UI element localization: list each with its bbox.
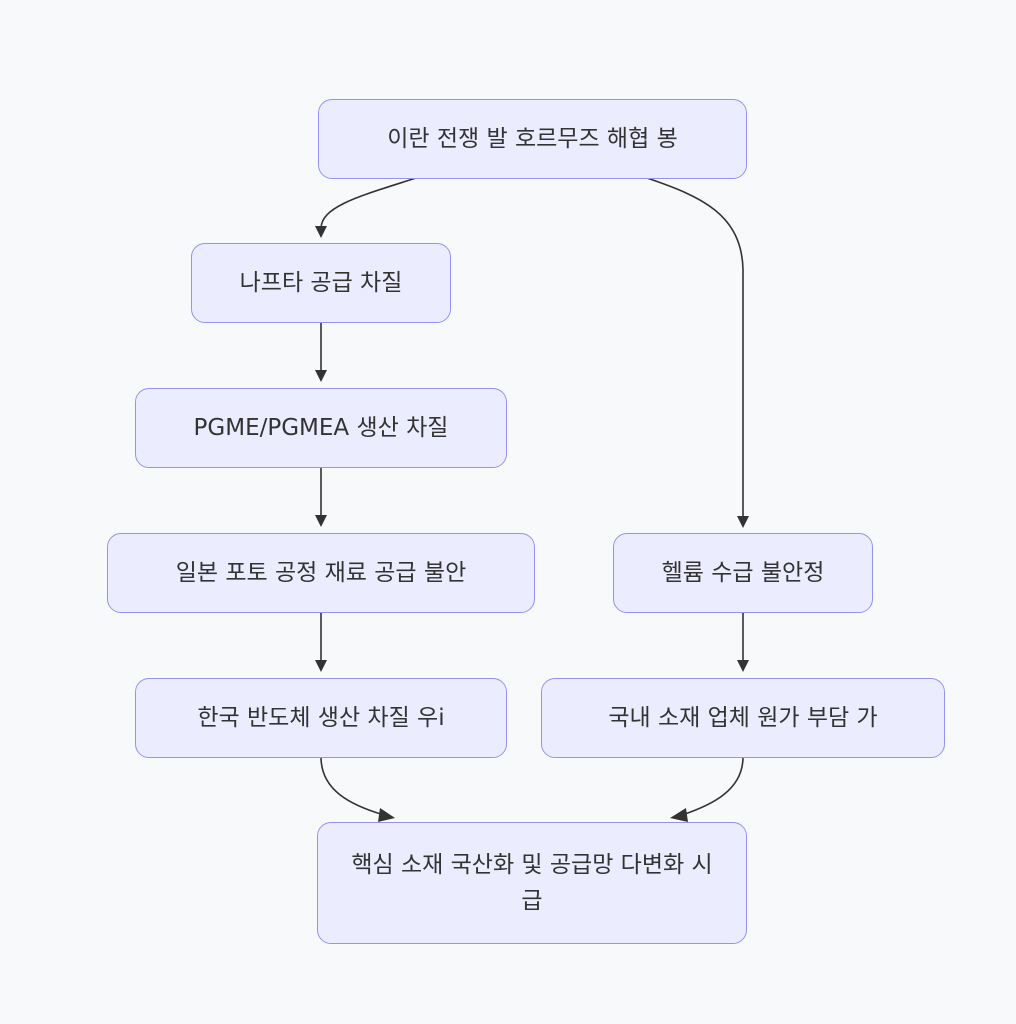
node-label: 나프타 공급 차질 <box>239 270 403 296</box>
node-hormuz-blockade[interactable]: 이란 전쟁 발 호르무즈 해협 봉 <box>318 99 747 179</box>
edge-cost-result <box>681 756 744 816</box>
edge-korea-result <box>320 756 385 816</box>
node-naphtha-supply[interactable]: 나프타 공급 차질 <box>191 243 451 323</box>
arrowhead-icon <box>378 808 395 822</box>
arrowhead-icon <box>315 370 327 382</box>
node-label: 헬륨 수급 불안정 <box>661 560 825 586</box>
arrowhead-icon <box>315 660 327 672</box>
node-pgme-production[interactable]: PGME/PGMEA 생산 차질 <box>135 388 507 468</box>
arrowhead-icon <box>315 226 327 238</box>
node-label: 이란 전쟁 발 호르무즈 해협 봉 <box>387 126 678 152</box>
node-label: 일본 포토 공정 재료 공급 불안 <box>175 560 467 586</box>
arrowhead-icon <box>737 660 749 672</box>
node-label: 국내 소재 업체 원가 부담 가 <box>608 705 878 731</box>
node-label: 핵심 소재 국산화 및 공급망 다변화 시급 <box>351 852 713 914</box>
edge-hormuz-naphtha <box>320 177 417 229</box>
edge-hormuz-helium <box>646 177 744 518</box>
arrowhead-icon <box>737 516 749 528</box>
node-domestic-cost-burden[interactable]: 국내 소재 업체 원가 부담 가 <box>541 678 945 758</box>
node-japan-photo-materials[interactable]: 일본 포토 공정 재료 공급 불안 <box>107 533 535 613</box>
arrowhead-icon <box>670 808 688 822</box>
node-label: PGME/PGMEA 생산 차질 <box>193 415 449 441</box>
node-helium-supply[interactable]: 헬륨 수급 불안정 <box>613 533 873 613</box>
node-korea-semiconductor[interactable]: 한국 반도체 생산 차질 우i <box>135 678 507 758</box>
node-label: 한국 반도체 생산 차질 우i <box>197 705 445 731</box>
node-localization-diversification[interactable]: 핵심 소재 국산화 및 공급망 다변화 시급 <box>317 822 747 944</box>
arrowhead-icon <box>315 515 327 527</box>
